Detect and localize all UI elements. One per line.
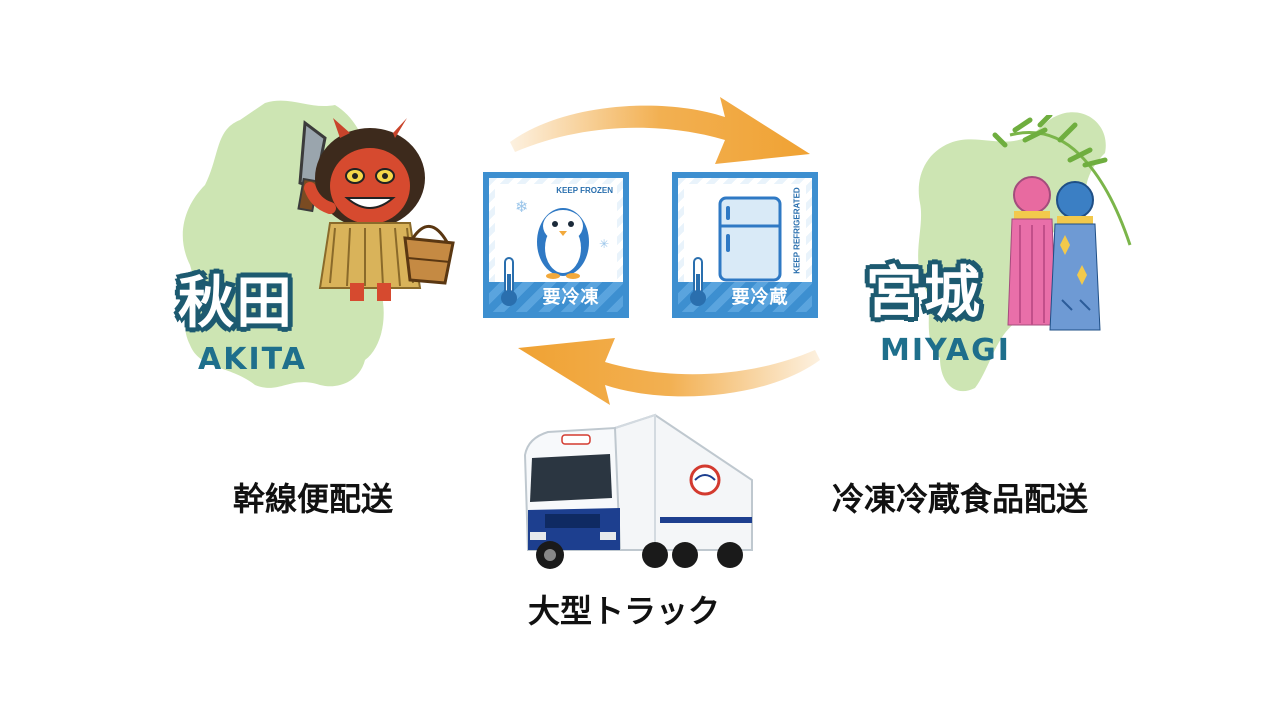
keep-frozen-text: KEEP FROZEN <box>556 186 613 195</box>
keep-frozen-label: ❄ ✳ KEEP FROZEN 要冷凍 <box>483 172 629 318</box>
arrow-akita-to-miyagi <box>505 92 820 172</box>
frozen-label-text: 要冷凍 <box>542 287 600 308</box>
thermometer-icon <box>501 257 517 306</box>
miyagi-roman: MIYAGI <box>880 333 1011 368</box>
refrigerated-label-text: 要冷蔵 <box>731 287 789 308</box>
keep-refrigerated-inner <box>684 184 806 282</box>
tanabata-illustration <box>990 115 1140 340</box>
svg-text:✳: ✳ <box>599 237 609 251</box>
akita-name: 秋田 <box>178 271 294 336</box>
truck-illustration <box>520 410 755 575</box>
svg-text:❄: ❄ <box>515 197 528 216</box>
arrow-miyagi-to-akita <box>510 330 825 410</box>
miyagi-name: 宮城 <box>866 261 982 326</box>
caption-frozen-chilled-delivery: 冷凍冷蔵食品配送 <box>832 480 1089 518</box>
caption-trunk-delivery: 幹線便配送 <box>233 480 394 518</box>
keep-frozen-inner: ❄ ✳ <box>495 184 617 282</box>
caption-large-truck: 大型トラック <box>528 592 721 630</box>
akita-roman: AKITA <box>198 342 307 377</box>
keep-refrigerated-text: KEEP REFRIGERATED <box>792 187 802 274</box>
namahage-illustration <box>285 118 460 303</box>
keep-refrigerated-label: KEEP REFRIGERATED 要冷蔵 <box>672 172 818 318</box>
thermometer-icon <box>690 257 706 306</box>
